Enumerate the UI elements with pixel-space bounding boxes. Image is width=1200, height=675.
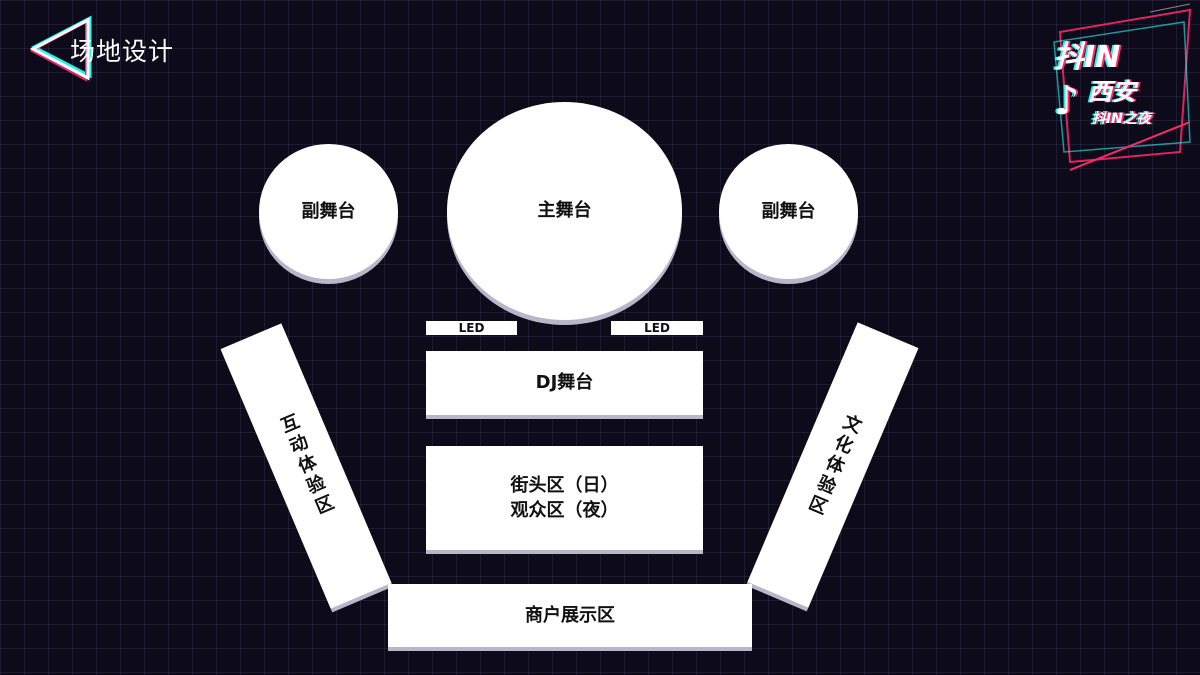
music-note-icon: ♪: [1054, 78, 1080, 124]
led-screen-right: LED: [611, 321, 703, 335]
triangle-icon: [29, 15, 92, 82]
logo-line1: 抖IN: [1054, 40, 1121, 75]
dj-stage-label: DJ舞台: [535, 372, 594, 394]
sub-stage-left-label: 副舞台: [301, 200, 356, 222]
brand-logo: 抖IN ♪ 西安 抖IN之夜: [1040, 2, 1198, 174]
merchant-zone: 商户展示区: [388, 584, 752, 647]
merchant-zone-label: 商户展示区: [525, 604, 615, 626]
interactive-zone-label: 互动体验区: [275, 411, 338, 521]
logo-line2: 西安: [1088, 78, 1136, 106]
dj-stage: DJ舞台: [426, 351, 703, 415]
main-stage: 主舞台: [447, 102, 682, 320]
led-screen-left: LED: [426, 321, 517, 335]
sub-stage-left: 副舞台: [259, 144, 398, 279]
led-left-label: LED: [458, 321, 485, 335]
logo-line3: 抖IN之夜: [1092, 111, 1151, 127]
audience-zone-label: 观众区（夜）: [510, 500, 619, 521]
culture-zone-label: 文化体验区: [802, 410, 865, 520]
sub-stage-right: 副舞台: [719, 144, 858, 279]
page-title: 场地设计: [70, 37, 175, 66]
led-right-label: LED: [644, 321, 670, 335]
street-audience-zone: 街头区（日） 观众区（夜）: [426, 446, 703, 550]
interactive-zone: 互动体验区: [220, 323, 392, 609]
sub-stage-right-label: 副舞台: [761, 200, 816, 222]
main-stage-label: 主舞台: [537, 200, 592, 222]
logo-frame-icon: [1053, 3, 1192, 171]
culture-zone: 文化体验区: [747, 322, 919, 608]
page-header: 场地设计: [28, 14, 228, 84]
street-zone-label: 街头区（日）: [510, 474, 619, 496]
